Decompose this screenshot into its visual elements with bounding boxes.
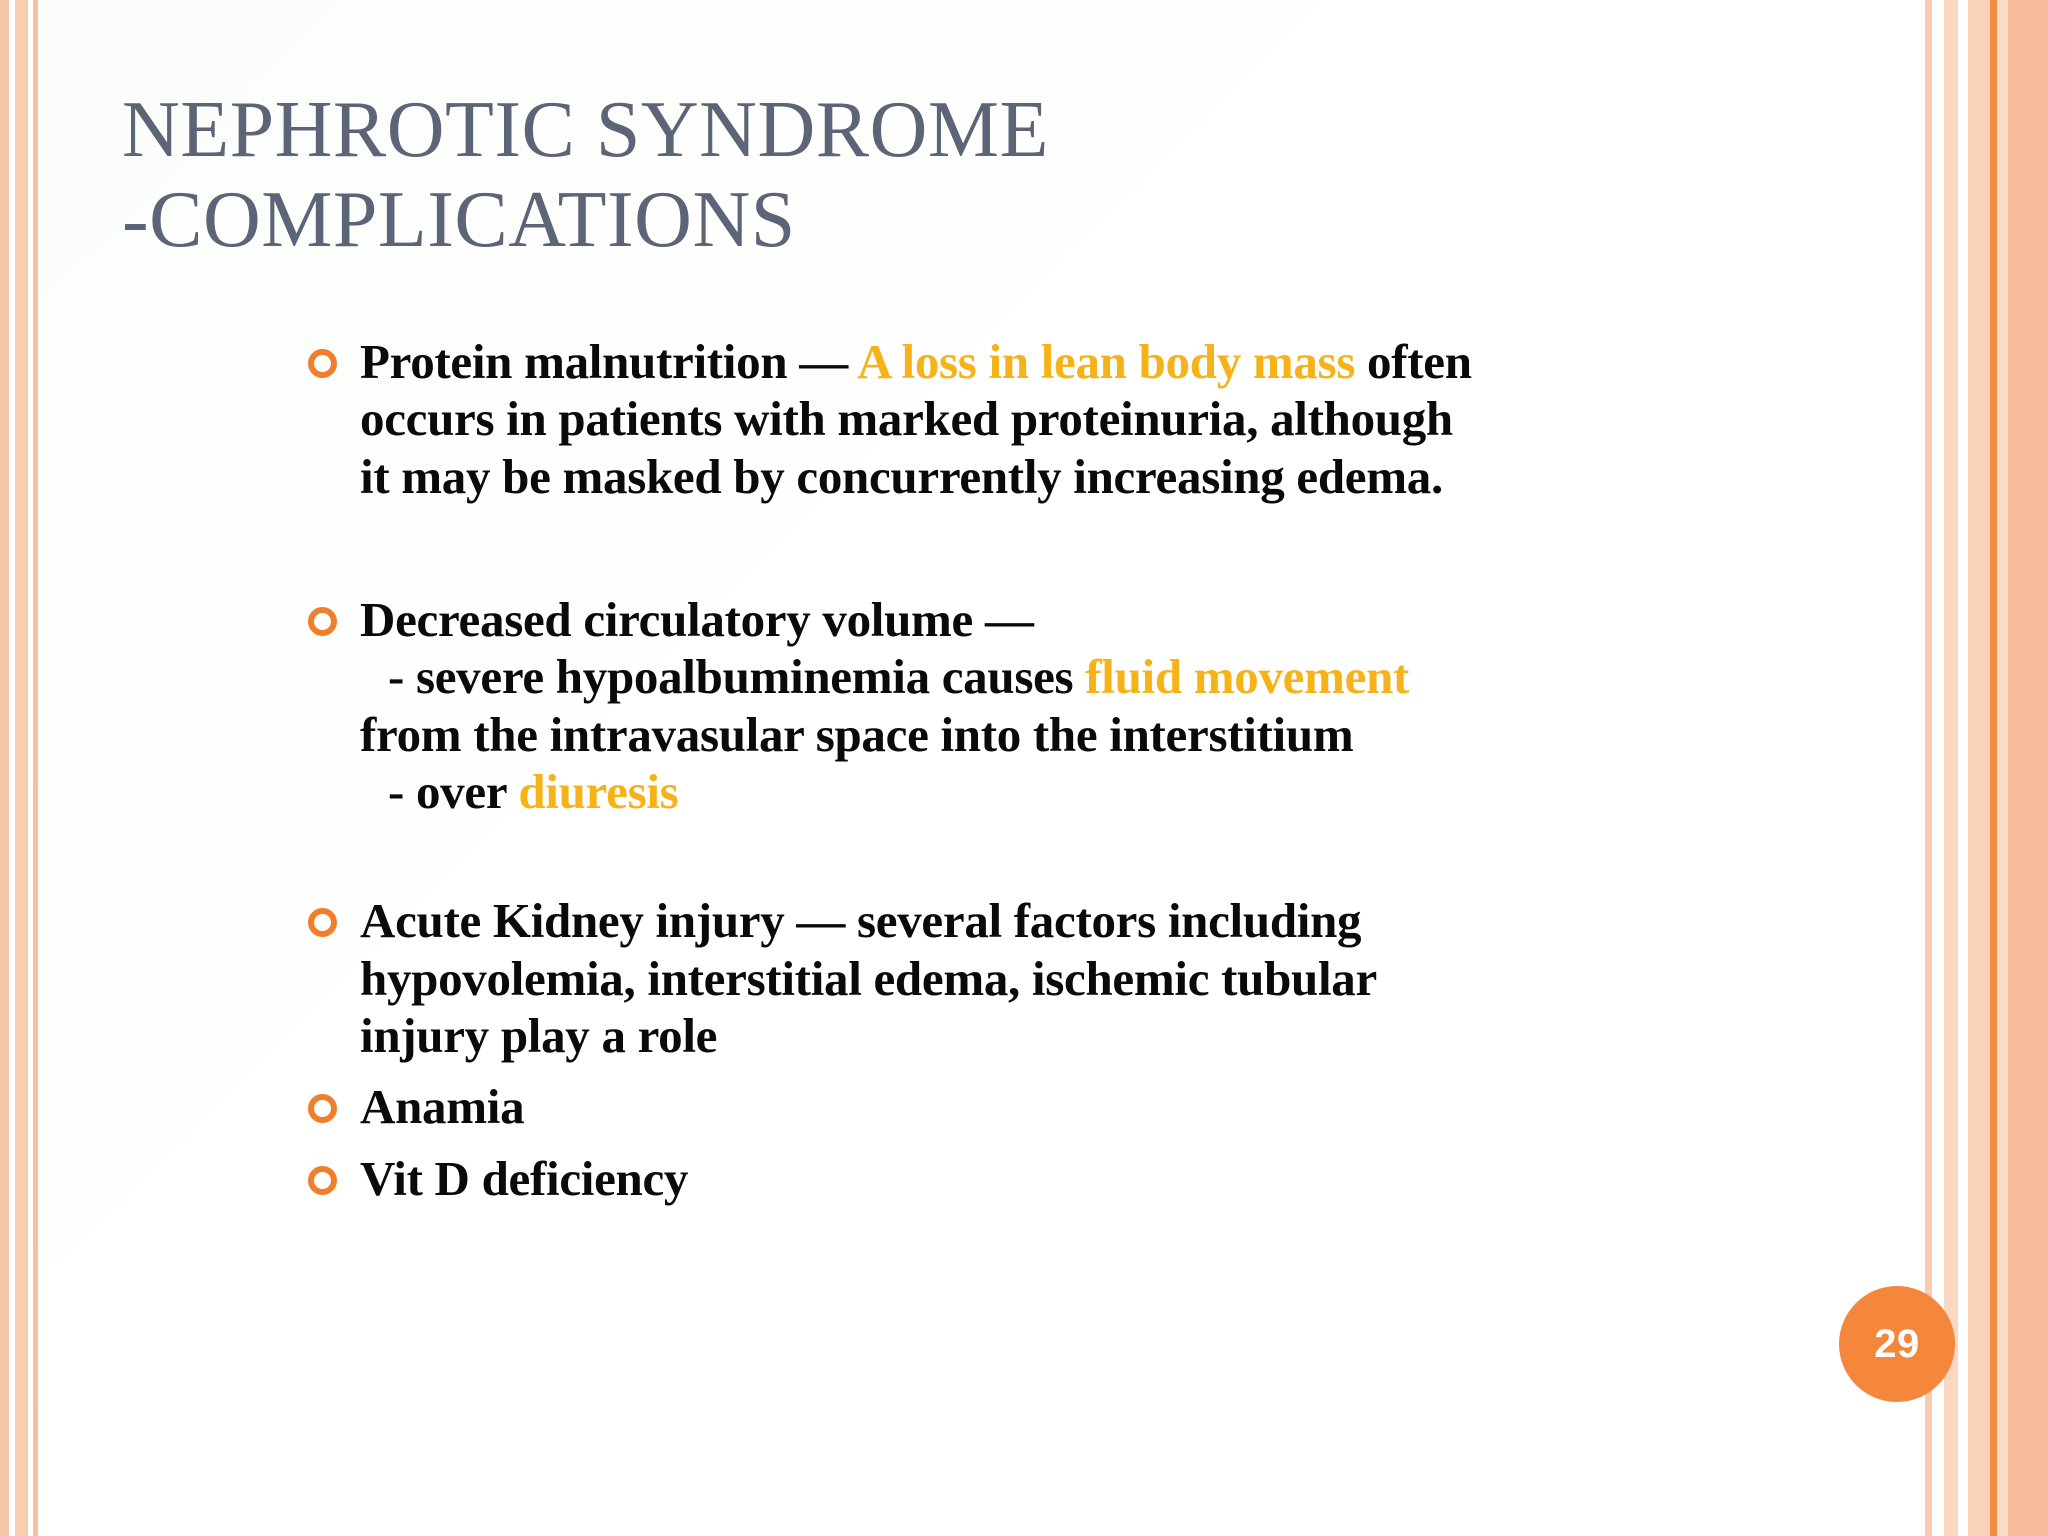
spacer-2 <box>300 820 1980 892</box>
decor-stripe-left-1 <box>0 0 9 1536</box>
bullet3-line-2: hypovolemia, interstitial edema, ischemi… <box>360 950 1377 1006</box>
slide-body: Protein malnutrition — A loss in lean bo… <box>300 333 1980 1207</box>
decor-stripe-right-2 <box>1997 0 2008 1536</box>
bullet2-sub1-lead: - severe hypoalbuminemia causes <box>388 649 1086 705</box>
bullet2-sub3-highlight: diuresis <box>518 763 679 819</box>
slide-title: Nephrotic Syndrome -Complications <box>122 86 1682 265</box>
bullet-ring-icon <box>308 908 337 938</box>
bullet1-line-3: it may be masked by concurrently increas… <box>360 448 1443 504</box>
decor-stripe-right-3 <box>1990 0 1997 1536</box>
bullet1-line-2: occurs in patients with marked proteinur… <box>360 391 1453 447</box>
spacer-4 <box>300 1136 1980 1150</box>
slide-title-line-1: Nephrotic Syndrome <box>122 86 1049 174</box>
decor-stripe-right-4 <box>1968 0 1990 1536</box>
page-number-text: 29 <box>1874 1321 1920 1366</box>
decor-stripe-left-5 <box>33 0 38 1536</box>
page-number-badge: 29 <box>1839 1286 1955 1402</box>
bullet3-line-3: injury play a role <box>360 1007 718 1063</box>
bullet-protein-malnutrition: Protein malnutrition — A loss in lean bo… <box>300 333 1980 505</box>
spacer-1 <box>300 505 1980 591</box>
bullet-ring-icon <box>308 349 337 378</box>
bullet4-label: Anamia <box>360 1079 525 1135</box>
bullet2-sub3-lead: - over <box>388 763 519 819</box>
bullet2-sub-line-3: - over diuresis <box>300 763 1980 820</box>
bullet-anamia: Anamia <box>300 1078 1980 1135</box>
bullet-vit-d-deficiency: Vit D deficiency <box>300 1150 1980 1207</box>
bullet-decreased-circulatory-volume: Decreased circulatory volume — <box>300 591 1980 648</box>
bullet-ring-icon <box>308 1165 337 1195</box>
slide-title-line-2: -Complications <box>122 175 796 264</box>
bullet-ring-icon <box>308 606 337 636</box>
decor-stripe-right-7 <box>1932 0 1944 1536</box>
decor-stripe-left-3 <box>15 0 28 1536</box>
bullet-acute-kidney-injury: Acute Kidney injury — several factors in… <box>300 892 1980 1064</box>
decor-stripe-left-4 <box>28 0 33 1536</box>
bullet2-sub-line-1: - severe hypoalbuminemia causes fluid mo… <box>300 648 1980 705</box>
bullet3-line-1: Acute Kidney injury — several factors in… <box>360 893 1362 949</box>
bullet2-sub1-highlight: fluid movement <box>1085 649 1410 705</box>
decor-stripe-left-2 <box>9 0 15 1536</box>
spacer-3 <box>300 1064 1980 1078</box>
bullet1-highlight: A loss in lean body mass <box>857 334 1356 389</box>
bullet1-lead: Protein malnutrition — <box>360 334 858 389</box>
bullet5-label: Vit D deficiency <box>360 1150 689 1206</box>
decor-stripe-right-5 <box>1958 0 1968 1536</box>
decor-stripe-right-1 <box>2008 0 2048 1536</box>
bullet2-lead: Decreased circulatory volume — <box>360 591 1034 647</box>
decor-stripe-right-6 <box>1944 0 1958 1536</box>
bullet1-rest: often <box>1355 334 1472 389</box>
decor-stripe-right-8 <box>1925 0 1932 1536</box>
bullet-ring-icon <box>308 1094 337 1124</box>
bullet2-sub-line-2: from the intravasular space into the int… <box>360 706 1354 762</box>
